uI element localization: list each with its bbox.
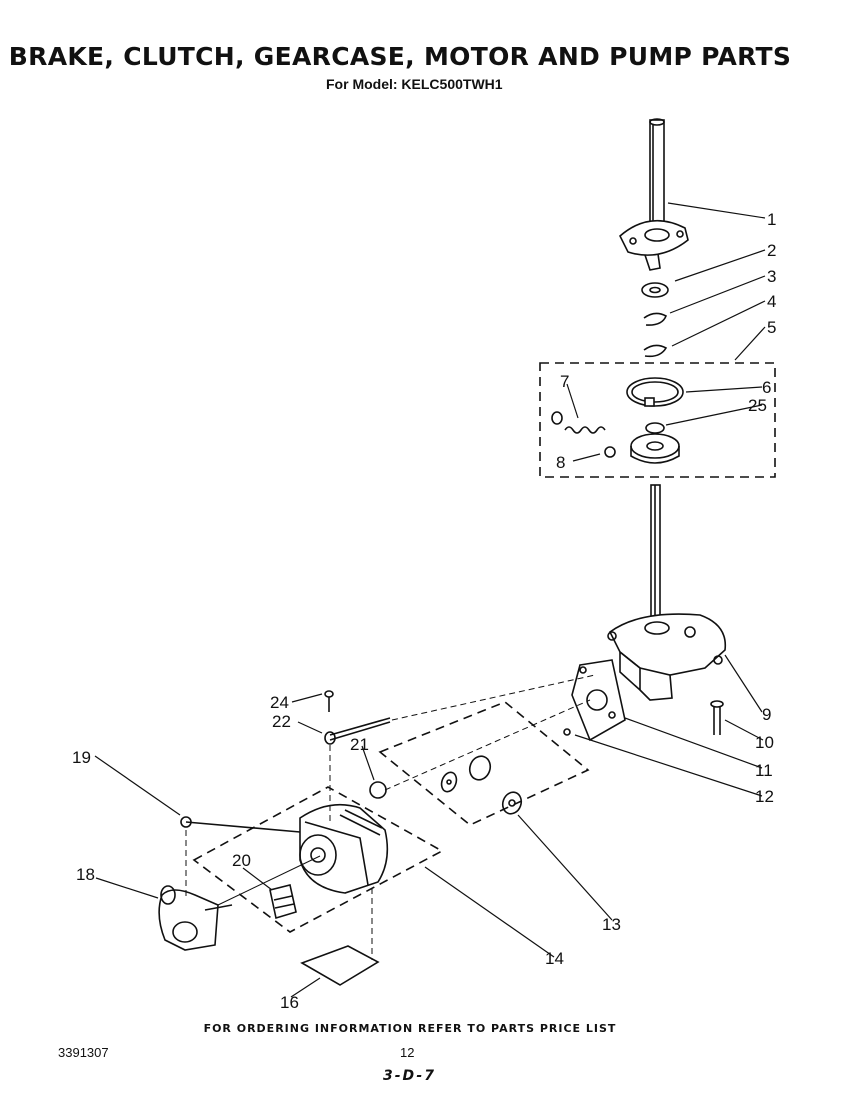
callout-14: 14 — [545, 949, 564, 968]
callout-10: 10 — [755, 733, 774, 752]
brake-spring-part — [551, 411, 616, 458]
callout-25: 25 — [748, 396, 767, 415]
mounting-plate-part — [571, 659, 626, 742]
gearcase-part — [607, 613, 727, 701]
callout-6: 6 — [762, 378, 771, 397]
callout-5: 5 — [767, 318, 776, 337]
fastener-part — [563, 728, 571, 736]
callout-21: 21 — [350, 735, 369, 754]
callout-20: 20 — [232, 851, 251, 870]
callout-9: 9 — [762, 705, 771, 724]
callout-4: 4 — [767, 292, 776, 311]
model-subtitle: For Model: KELC500TWH1 — [326, 76, 503, 92]
callout-3: 3 — [767, 267, 776, 286]
gearcase-bolt-part — [710, 700, 724, 735]
clutch-coupler-box — [378, 701, 590, 826]
ordering-note: FOR ORDERING INFORMATION REFER TO PARTS … — [203, 1022, 617, 1035]
callout-24: 24 — [270, 693, 289, 712]
section-code: 3-D-7 — [383, 1068, 436, 1084]
retaining-ring-part — [643, 312, 668, 326]
brake-band-part — [626, 377, 684, 407]
coupler-parts — [440, 755, 523, 815]
callout-2: 2 — [767, 241, 776, 260]
callout-7: 7 — [560, 372, 569, 391]
brake-assembly-box — [539, 362, 776, 478]
drive-shaft-part — [650, 484, 661, 626]
callout-22: 22 — [272, 712, 291, 731]
callout-19: 19 — [72, 748, 91, 767]
motor-part — [299, 803, 389, 894]
motor-assembly-box — [192, 786, 444, 933]
brake-cam-part — [619, 219, 689, 271]
callout-13: 13 — [602, 915, 621, 934]
pump-part — [158, 885, 233, 951]
page-number: 12 — [400, 1045, 415, 1060]
callout-8: 8 — [556, 453, 565, 472]
motor-shield-part — [300, 945, 380, 986]
pump-pin-part — [324, 690, 391, 745]
brake-drum-part — [630, 422, 680, 464]
washer-part — [641, 282, 669, 298]
page-title: BRAKE, CLUTCH, GEARCASE, MOTOR AND PUMP … — [8, 42, 792, 71]
motor-switch-part — [269, 884, 297, 920]
callout-1: 1 — [767, 210, 776, 229]
motor-coupling-part — [369, 781, 387, 799]
callout-11: 11 — [755, 761, 773, 780]
spring-ring-part — [643, 344, 668, 358]
callout-12: 12 — [755, 787, 774, 806]
callout-18: 18 — [76, 865, 95, 884]
document-number: 3391307 — [58, 1045, 109, 1060]
motor-clip-part — [180, 816, 301, 833]
callout-16: 16 — [280, 993, 299, 1012]
